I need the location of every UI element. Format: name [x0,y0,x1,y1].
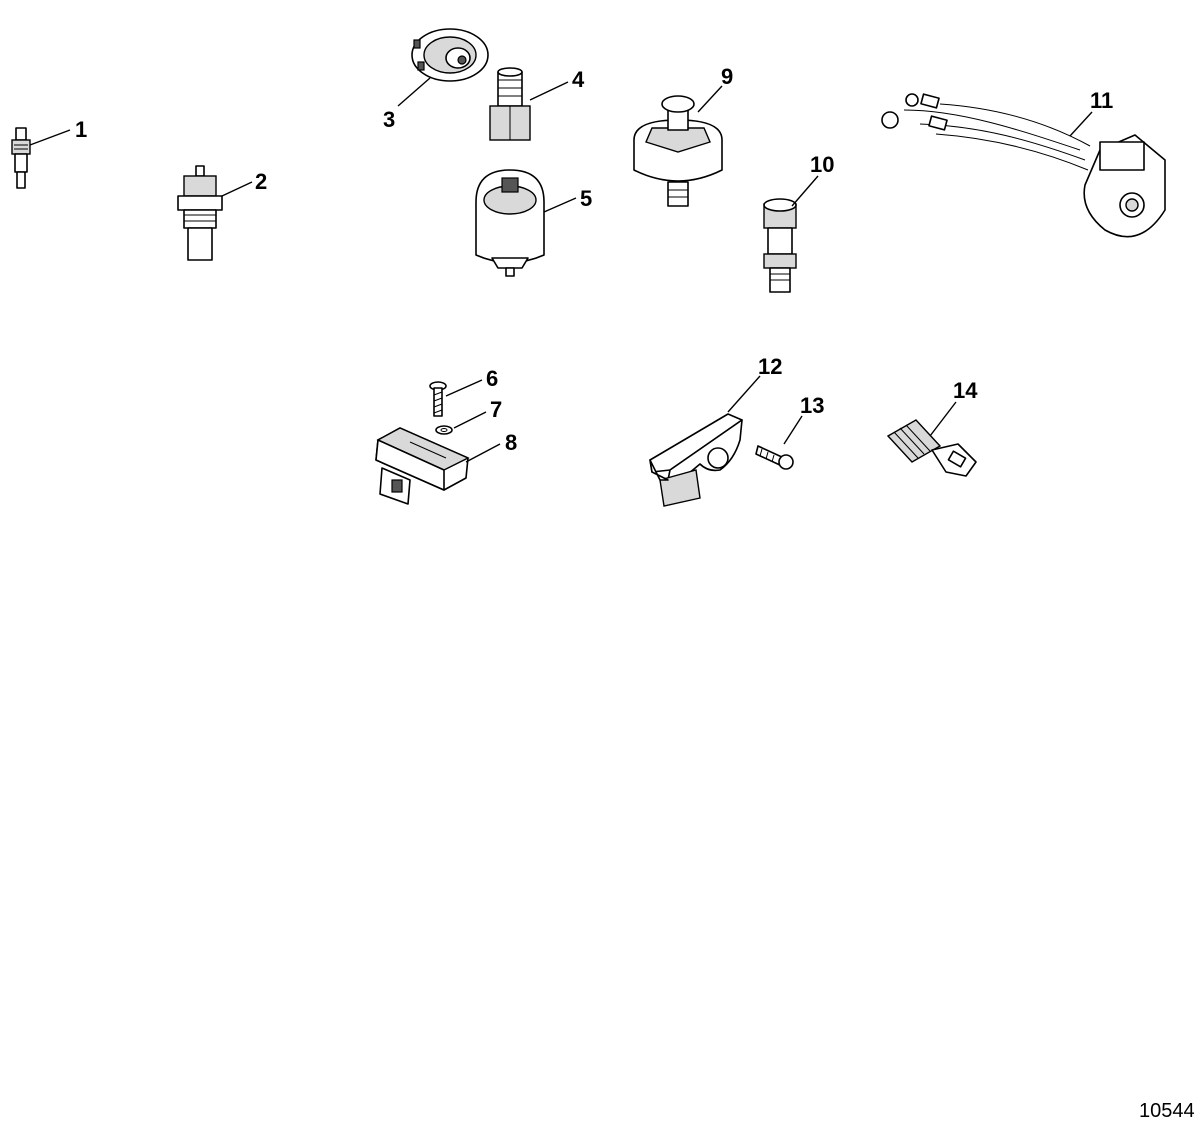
leader-8 [465,443,501,463]
callout-1: 1 [75,117,87,142]
figure-id: 10544 [1139,1100,1195,1122]
part-5-pressure-switch [475,169,545,277]
part-2-sender [177,165,223,261]
leader-1 [29,129,71,146]
callout-9: 9 [721,64,733,89]
part-4-fitting [489,67,531,141]
leader-5 [543,197,577,213]
part-7-washer [435,425,453,435]
callout-10: 10 [810,152,834,177]
part-12-bracket-sensor [649,413,743,507]
callout-3: 3 [383,107,395,132]
leader-10 [791,175,819,207]
leader-4 [529,81,569,101]
callout-12: 12 [758,354,782,379]
leader-3 [397,77,431,107]
leader-14 [929,401,957,437]
callout-5: 5 [580,186,592,211]
part-6-screw [429,381,447,417]
part-9-knock-sensor [633,95,723,207]
part-1-sensor [11,127,31,189]
callout-8: 8 [505,430,517,455]
part-8-module [375,427,470,505]
leader-13 [783,415,803,445]
part-13-screw [755,445,794,470]
callout-13: 13 [800,393,824,418]
part-11-harness-sensor [881,93,1166,238]
leader-11 [1069,111,1093,137]
callout-7: 7 [490,397,502,422]
part-10-sensor [763,198,797,293]
callout-2: 2 [255,169,267,194]
leader-9 [697,85,723,113]
callout-11: 11 [1090,88,1113,113]
part-3-switch [411,28,489,82]
leader-12 [727,375,761,413]
callout-6: 6 [486,366,498,391]
part-14-sensor [886,419,977,477]
leader-2 [221,181,253,197]
callout-14: 14 [953,378,978,403]
callout-4: 4 [572,67,585,92]
leader-7 [453,411,487,429]
leader-6 [445,379,483,397]
